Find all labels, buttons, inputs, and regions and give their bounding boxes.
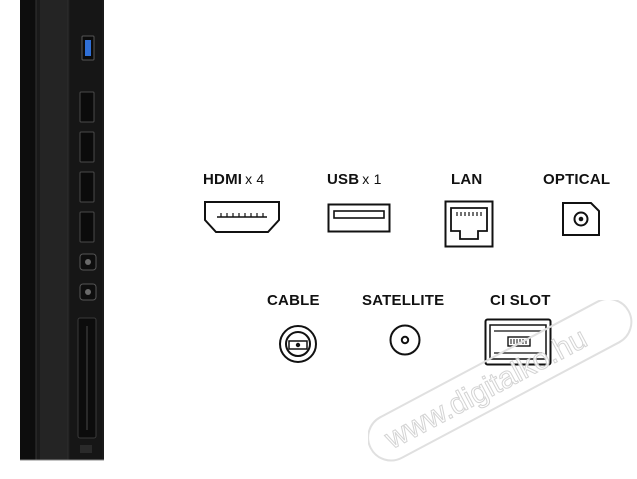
- hdmi-port-icon: [79, 171, 95, 203]
- usb-port-blue-icon: [81, 35, 95, 61]
- hdmi-icon: [204, 201, 280, 233]
- coax-port-icon: [79, 253, 97, 271]
- hdmi-port-icon: [79, 91, 95, 123]
- satellite-label: SATELLITE: [362, 292, 445, 309]
- hdmi-port-icon: [79, 131, 95, 163]
- ci-slot-icon: [484, 318, 552, 366]
- lan-label: LAN: [451, 171, 483, 188]
- hdmi-port-icon: [79, 211, 95, 243]
- ci-slot-label: CI SLOT: [490, 292, 551, 309]
- ci-slot-icon: [77, 317, 97, 439]
- optical-label: OPTICAL: [543, 171, 611, 188]
- satellite-icon: [389, 324, 421, 356]
- cable-label: CABLE: [267, 292, 320, 309]
- optical-icon: [562, 202, 600, 236]
- tv-side-panel: [0, 0, 120, 479]
- cable-icon: [279, 325, 317, 363]
- coax-port-icon: [79, 283, 97, 301]
- usb-icon: [327, 203, 391, 233]
- lan-icon: [444, 200, 494, 248]
